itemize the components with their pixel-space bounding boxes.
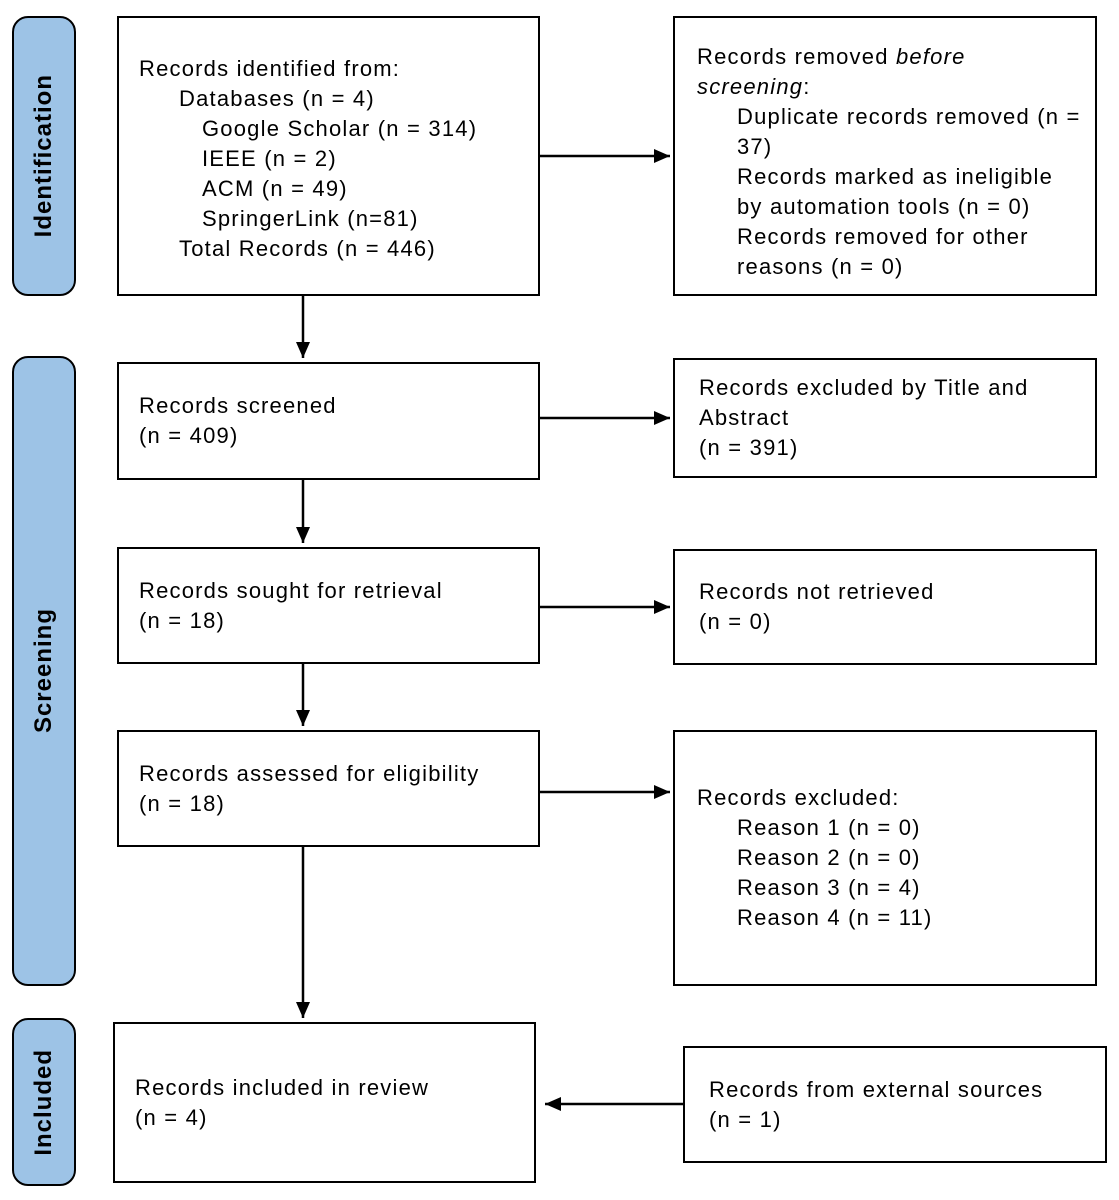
stage-label-identification-text: Identification	[30, 74, 57, 238]
stage-label-identification: Identification	[12, 16, 76, 296]
records-removed-heading-line1: Records removed before	[697, 42, 1081, 72]
records-external-count: (n = 1)	[709, 1106, 782, 1132]
stage-label-screening: Screening	[12, 356, 76, 986]
records-identified-google-scholar: Google Scholar (n = 314)	[202, 116, 478, 141]
records-removed-heading-normal: Records removed	[697, 44, 896, 69]
records-excluded-reason-3: Reason 3 (n = 4)	[737, 875, 921, 900]
box-records-removed-before-screening: Records removed before screening: Duplic…	[673, 16, 1097, 296]
records-identified-heading: Records identified from:	[139, 56, 401, 81]
records-identified-total: Total Records (n = 446)	[179, 236, 436, 261]
records-removed-automation: Records marked as ineligible by automati…	[737, 164, 1054, 219]
records-removed-heading-italic1: before	[895, 44, 966, 69]
records-not-retrieved-label: Records not retrieved	[699, 579, 935, 604]
box-records-screened: Records screened (n = 409)	[117, 362, 540, 480]
box-records-external-sources: Records from external sources (n = 1)	[683, 1046, 1107, 1163]
records-sought-count: (n = 18)	[139, 607, 226, 633]
records-screened-label: Records screened	[139, 393, 337, 418]
records-included-count: (n = 4)	[135, 1104, 208, 1130]
box-records-assessed-eligibility: Records assessed for eligibility (n = 18…	[117, 730, 540, 847]
records-excluded-reason-2: Reason 2 (n = 0)	[737, 845, 921, 870]
records-not-retrieved-count: (n = 0)	[699, 609, 772, 634]
records-identified-acm: ACM (n = 49)	[202, 176, 348, 201]
box-records-included-review: Records included in review (n = 4)	[113, 1022, 536, 1183]
box-records-sought-retrieval: Records sought for retrieval (n = 18)	[117, 547, 540, 664]
records-removed-heading-line2: screening:	[697, 72, 1081, 102]
box-records-not-retrieved: Records not retrieved (n = 0)	[673, 549, 1097, 665]
box-records-excluded-reasons: Records excluded: Reason 1 (n = 0) Reaso…	[673, 730, 1097, 986]
stage-label-included: Included	[12, 1018, 76, 1186]
records-external-label: Records from external sources	[709, 1076, 1044, 1102]
records-excluded-reason-1: Reason 1 (n = 0)	[737, 815, 921, 840]
box-records-identified: Records identified from: Databases (n = …	[117, 16, 540, 296]
records-identified-springerlink: SpringerLink (n=81)	[202, 206, 419, 231]
records-removed-duplicates: Duplicate records removed (n = 37)	[737, 104, 1081, 159]
records-included-label: Records included in review	[135, 1074, 430, 1100]
records-sought-label: Records sought for retrieval	[139, 577, 443, 603]
records-removed-heading-italic2: screening	[697, 74, 804, 99]
stage-label-screening-text: Screening	[30, 608, 57, 734]
records-excluded-title-abstract-count: (n = 391)	[699, 435, 799, 460]
records-removed-other: Records removed for other reasons (n = 0…	[737, 224, 1029, 279]
stage-label-included-text: Included	[30, 1048, 57, 1156]
records-excluded-heading: Records excluded:	[697, 785, 900, 810]
records-excluded-title-abstract-label: Records excluded by Title and Abstract	[699, 375, 1029, 430]
box-records-excluded-title-abstract: Records excluded by Title and Abstract (…	[673, 358, 1097, 478]
records-removed-heading-suffix: :	[803, 74, 811, 99]
records-excluded-reason-4: Reason 4 (n = 11)	[737, 905, 933, 930]
records-assessed-label: Records assessed for eligibility	[139, 760, 480, 786]
records-assessed-count: (n = 18)	[139, 790, 226, 816]
records-identified-ieee: IEEE (n = 2)	[202, 146, 337, 171]
records-screened-count: (n = 409)	[139, 423, 239, 448]
records-identified-databases: Databases (n = 4)	[179, 86, 375, 111]
